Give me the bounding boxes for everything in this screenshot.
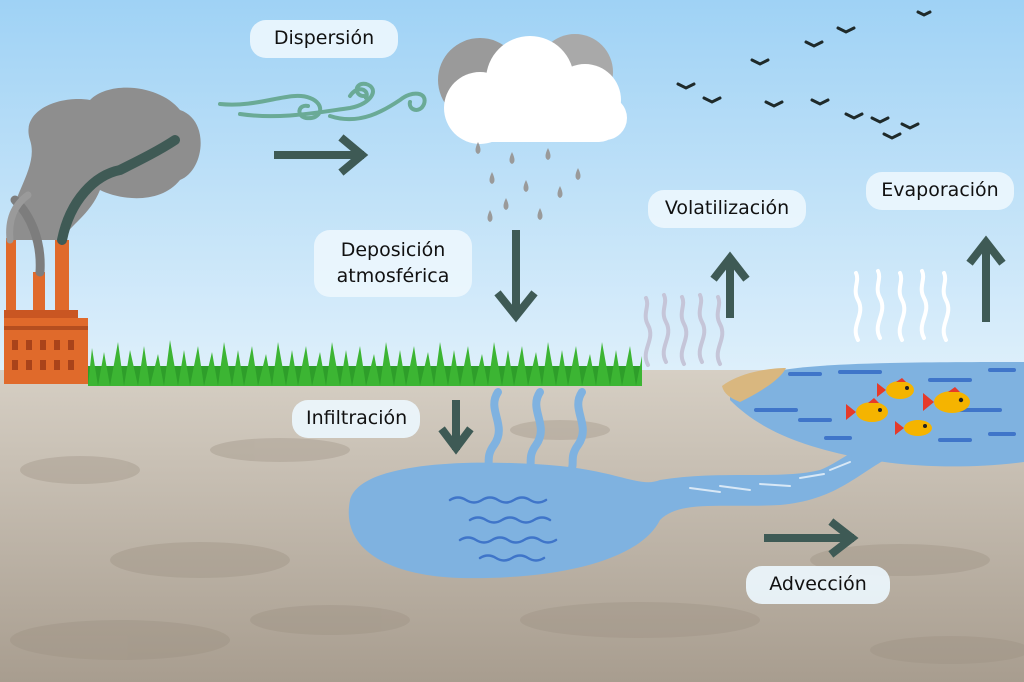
- volatilization-label: Volatilización: [648, 190, 806, 228]
- factory-icon: [4, 238, 88, 384]
- evaporation-text: Evaporación: [881, 179, 999, 201]
- grass-icon: [88, 340, 642, 386]
- advection-arrow-head: [828, 518, 859, 558]
- volatilization-arrow-head: [710, 251, 750, 282]
- groundwater-pool: [348, 440, 900, 579]
- advection-label: Advección: [746, 566, 890, 604]
- volatilization-text: Volatilización: [664, 197, 790, 219]
- deposition-text-line1: Deposición: [340, 239, 446, 261]
- infiltration-label: Infiltración: [292, 400, 420, 438]
- evaporation-vapor-icon: [853, 269, 951, 342]
- cloud-icon: [438, 34, 627, 144]
- infiltration-arrow-head: [438, 426, 474, 455]
- infiltration-text: Infiltración: [306, 407, 408, 429]
- vapor-icon: [643, 293, 725, 367]
- deposition-label: Deposición atmosférica: [314, 230, 472, 298]
- dispersion-arrow-head: [338, 134, 369, 176]
- rain-icon: [475, 142, 581, 222]
- wind-icon: [218, 81, 427, 122]
- fish-icon: [846, 378, 970, 436]
- deposition-arrow-head: [494, 290, 538, 323]
- dispersion-text: Dispersión: [273, 27, 375, 49]
- evaporation-label: Evaporación: [866, 172, 1014, 210]
- soil-texture: [10, 420, 1024, 664]
- deposition-text-line2: atmosférica: [336, 264, 450, 287]
- evaporation-arrow-head: [966, 235, 1006, 266]
- infiltration-streams: [484, 388, 587, 472]
- dispersion-label: Dispersión: [250, 20, 398, 58]
- advection-text: Advección: [769, 573, 867, 595]
- arrow-icon: [274, 134, 1006, 558]
- birds-icon: [676, 10, 932, 140]
- smoke-icon: [6, 87, 201, 277]
